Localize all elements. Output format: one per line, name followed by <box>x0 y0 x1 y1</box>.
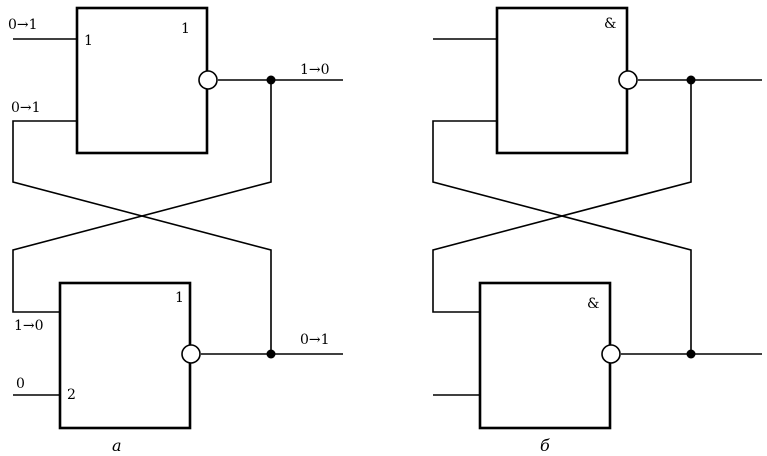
b-cross-wire-left <box>432 120 692 354</box>
a-cross-wire-left <box>12 120 272 354</box>
panel-b-caption: б <box>540 436 550 455</box>
a-top-output-state: 1→0 <box>300 62 330 78</box>
a-bottom-pin2-state: 0 <box>16 376 25 392</box>
b-bottom-gate <box>478 281 612 430</box>
a-top-gate-symbol: 1 <box>181 21 190 37</box>
b-top-junction-dot <box>686 75 696 85</box>
b-bottom-inverter-bubble <box>601 344 621 364</box>
b-top-gate-symbol: & <box>604 16 616 32</box>
a-bottom-junction-dot <box>266 349 276 359</box>
b-cross-wire-right <box>432 80 692 313</box>
b-top-gate <box>495 6 629 155</box>
a-top-input-state: 0→1 <box>8 17 38 33</box>
b-top-inverter-bubble <box>618 70 638 90</box>
a-cross-wire-right <box>12 80 272 313</box>
a-bottom-inverter-bubble <box>181 344 201 364</box>
a-bottom-pin2-label: 2 <box>67 387 76 403</box>
a-bottom-output-state: 0→1 <box>300 332 330 348</box>
a-bottom-pin1-state: 1→0 <box>14 318 44 334</box>
panel-a: 0→1 1 1 1→0 0→1 1 1→0 0→1 0 2 а <box>8 6 343 455</box>
panel-b: & & б <box>432 6 762 455</box>
panel-a-caption: а <box>112 436 122 455</box>
a-top-junction-dot <box>266 75 276 85</box>
b-bottom-gate-symbol: & <box>587 296 599 312</box>
b-bottom-junction-dot <box>686 349 696 359</box>
a-top-gate <box>75 6 209 155</box>
a-bottom-gate <box>58 281 192 430</box>
a-top-feedback-state: 0→1 <box>11 100 41 116</box>
a-top-pin-label: 1 <box>84 33 93 49</box>
a-top-inverter-bubble <box>198 70 218 90</box>
a-bottom-gate-symbol: 1 <box>175 290 184 306</box>
